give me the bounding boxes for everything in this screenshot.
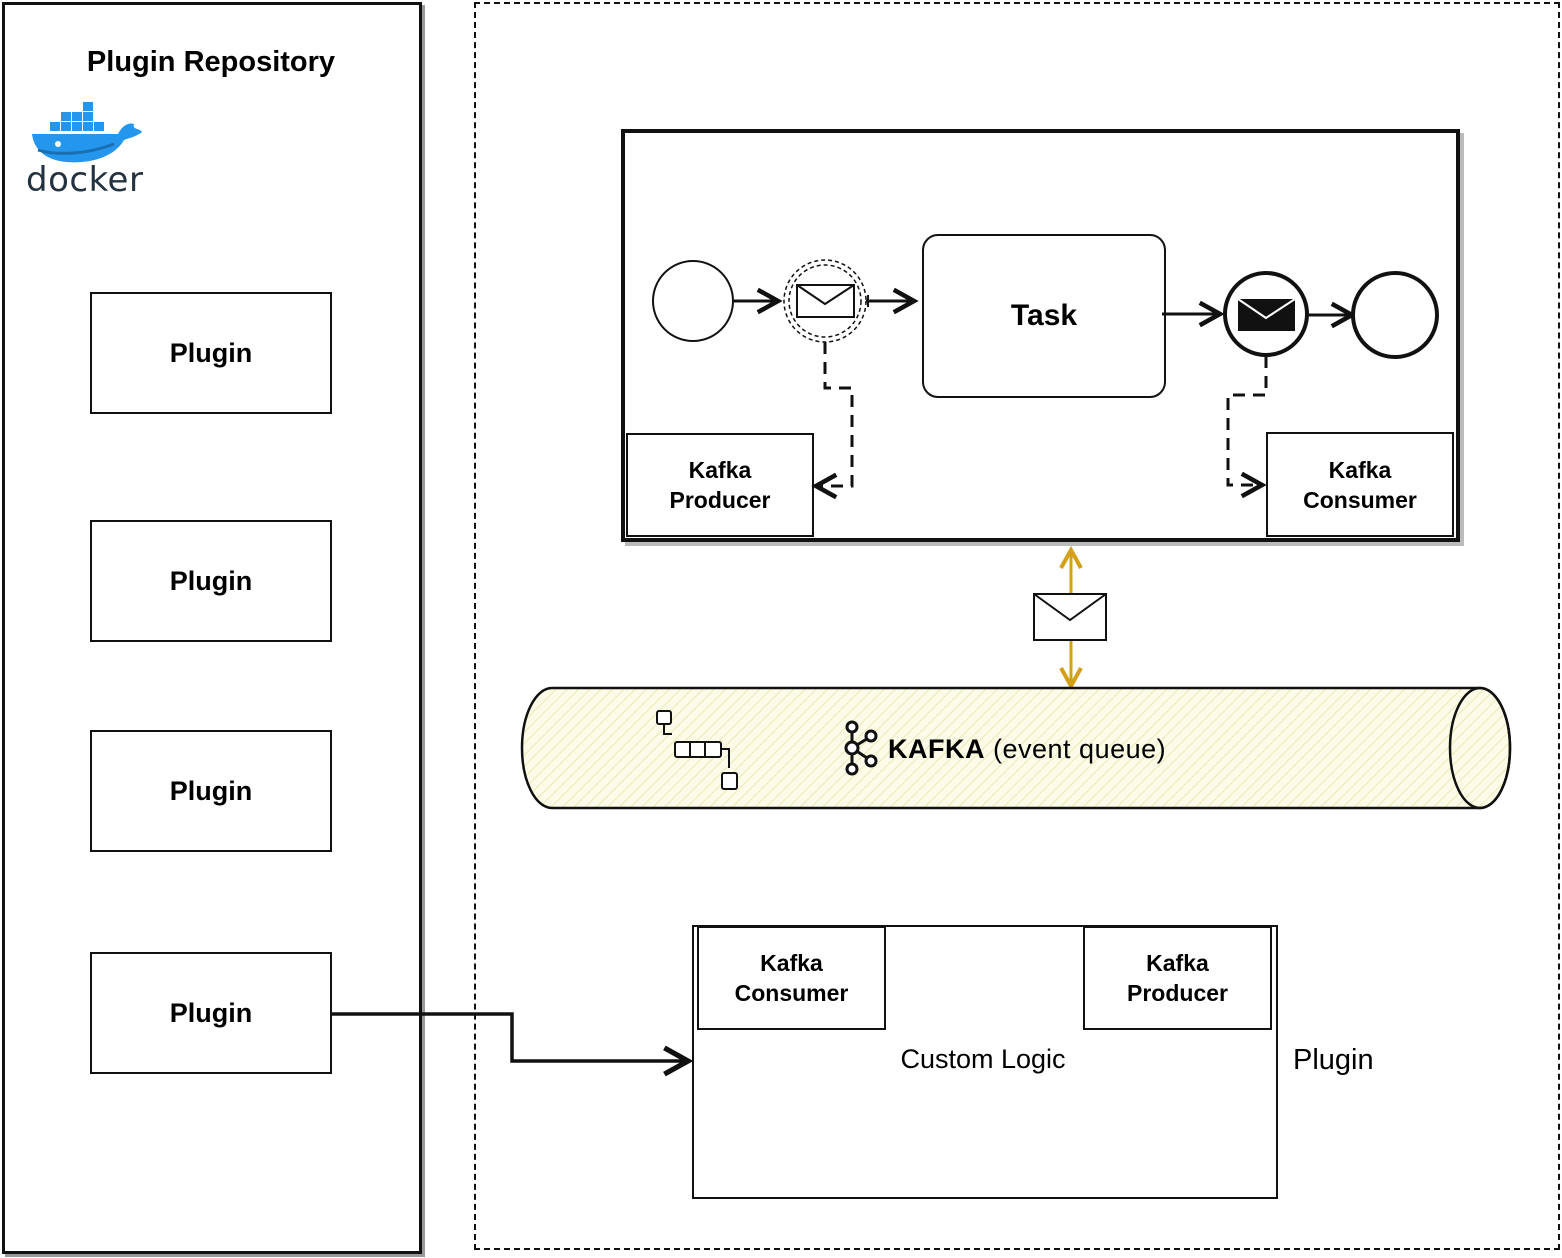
queue-flow-icon — [656, 710, 738, 790]
throw-to-consumer-link — [1226, 356, 1268, 485]
plugin-repository-panel — [2, 2, 422, 1254]
catch-to-producer-link — [816, 342, 854, 486]
start-event — [652, 260, 734, 342]
plugin-component-label: Plugin — [1293, 1044, 1374, 1076]
process-consumer-line2: Consumer — [1303, 486, 1417, 513]
kafka-queue-name: KAFKA — [888, 734, 985, 764]
plugin-box-4[interactable]: Plugin — [90, 952, 332, 1074]
process-producer-line1: Kafka — [688, 457, 752, 483]
message-catch-event — [783, 259, 867, 343]
docker-whale-icon — [32, 102, 142, 163]
plugin-repository-title: Plugin Repository — [86, 46, 336, 78]
kafka-queue-label: KAFKA (event queue) — [888, 734, 1166, 765]
process-producer-line2: Producer — [669, 487, 771, 513]
docker-logo-text: docker — [26, 160, 144, 200]
plugin-box-3[interactable]: Plugin — [90, 730, 332, 852]
plugin-box-2[interactable]: Plugin — [90, 520, 332, 642]
kafka-queue-cylinder — [520, 686, 1512, 810]
plugin-consumer-line2: Consumer — [734, 980, 849, 1006]
task-label: Task — [1010, 299, 1078, 332]
kafka-icon — [844, 720, 878, 776]
envelope-icon — [1033, 593, 1107, 641]
task-node[interactable]: Task — [922, 234, 1166, 398]
process-consumer-line1: Kafka — [1328, 456, 1392, 483]
plugin-to-custom-logic-link — [330, 1012, 688, 1061]
plugin-box-1[interactable]: Plugin — [90, 292, 332, 414]
end-event — [1351, 271, 1439, 359]
message-throw-event — [1223, 271, 1309, 357]
plugin-consumer-line1: Kafka — [760, 950, 823, 976]
runtime-area — [474, 2, 1560, 1250]
plugin-producer-line2: Producer — [1127, 980, 1228, 1006]
kafka-queue-description: (event queue) — [993, 734, 1167, 764]
plugin-producer-line1: Kafka — [1146, 950, 1209, 976]
custom-logic-label: Custom Logic — [900, 1044, 1066, 1074]
